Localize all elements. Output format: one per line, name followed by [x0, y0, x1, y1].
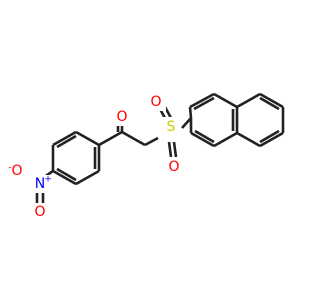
- bond: [172, 141, 178, 158]
- structure-canvas: O O S O N + O - O: [6, 92, 285, 221]
- nitro-oxygen-left-label: O: [11, 163, 22, 179]
- nitro-oxygen-left-charge: -: [8, 163, 11, 173]
- bond: [194, 129, 215, 144]
- bond: [190, 131, 215, 148]
- atom-label-background: [6, 162, 32, 180]
- bond: [213, 131, 238, 148]
- nitro-nitrogen-charge: +: [44, 175, 52, 185]
- molecule-structure: O O S O N + O - O: [6, 92, 285, 221]
- bond: [52, 169, 77, 186]
- bond: [75, 130, 100, 147]
- sulfur-label: S: [167, 119, 176, 135]
- atom-label-background: [30, 203, 50, 221]
- bond: [193, 96, 215, 111]
- ketone-oxygen-label: O: [116, 109, 127, 125]
- bond: [52, 130, 77, 147]
- bond: [121, 130, 146, 147]
- bond: [144, 136, 159, 147]
- bond: [75, 169, 100, 186]
- sulfonyl-oxygen-bottom-label: O: [168, 159, 179, 175]
- bond: [259, 96, 280, 111]
- bond: [236, 131, 261, 148]
- bond: [259, 129, 280, 144]
- nitro-nitrogen-label: N: [35, 176, 45, 192]
- bond: [188, 106, 193, 119]
- nitro-oxygen-bottom-label: O: [34, 204, 45, 220]
- bond: [56, 167, 77, 182]
- atom-label-layer: O O S O N + O - O: [6, 93, 184, 221]
- bond: [259, 92, 284, 109]
- bond: [181, 117, 192, 129]
- bond: [56, 134, 77, 149]
- atom-label-background: [30, 175, 50, 193]
- sulfonyl-oxygen-top-label: O: [150, 94, 161, 110]
- bond: [98, 130, 123, 147]
- bond: [167, 141, 173, 158]
- bond: [189, 92, 215, 109]
- bond: [213, 92, 238, 109]
- bond: [236, 92, 261, 109]
- atom-label-background: [112, 108, 132, 126]
- atom-label-background: [164, 158, 184, 176]
- atom-label-background: [146, 93, 166, 111]
- bond: [259, 131, 284, 148]
- atom-label-background: [161, 117, 181, 137]
